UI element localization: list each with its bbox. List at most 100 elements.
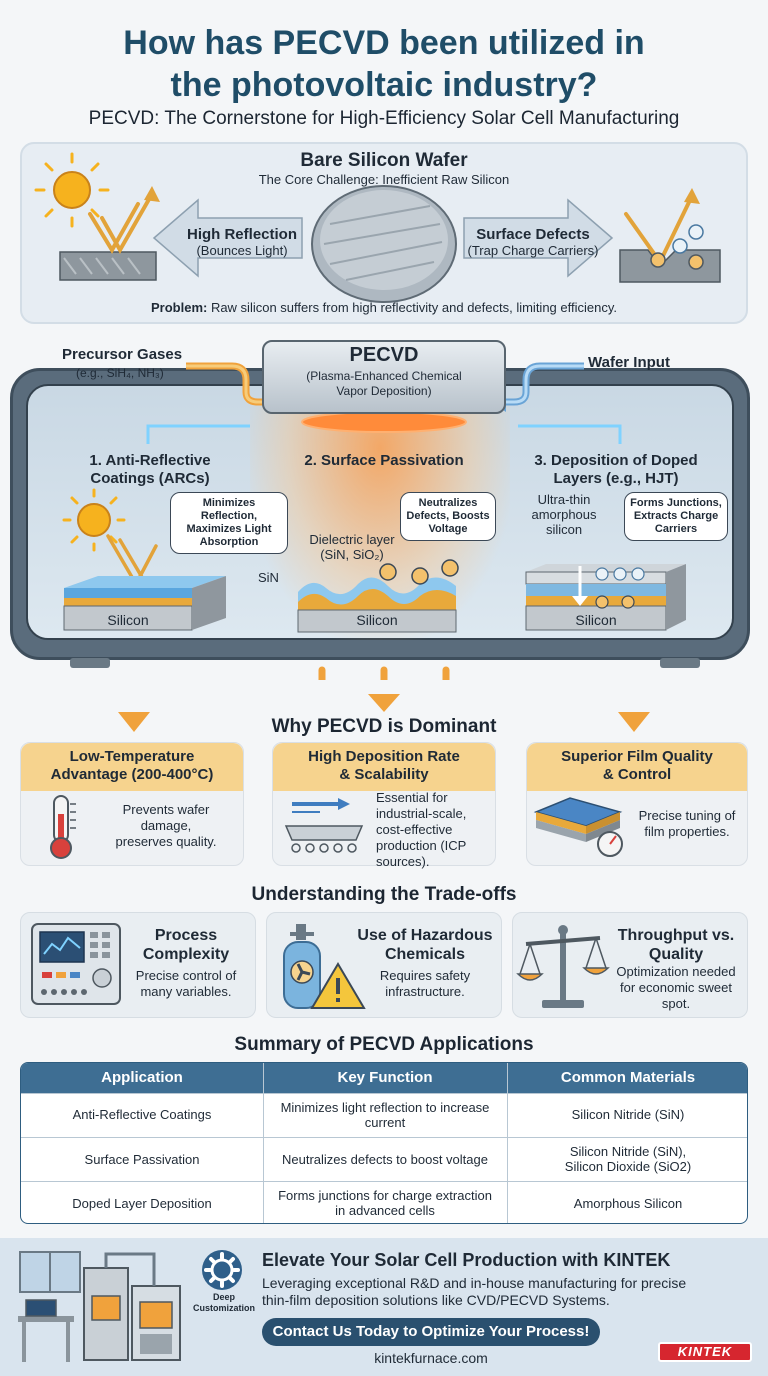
table-cell-materials: Silicon Nitride (SiN) (571, 1107, 685, 1122)
card-deposition-rate-text: Essential for industrial-scale, cost-eff… (376, 790, 488, 870)
step-1-silicon-label: Silicon (107, 612, 149, 628)
table-header-application: Application (101, 1069, 183, 1086)
card-low-temperature-title-line-2: Advantage (200-400°C) (50, 766, 214, 783)
card-deposition-rate-title: High Deposition Rate & Scalability (273, 743, 495, 791)
right-arrow-icon (463, 198, 614, 278)
deep-customization-badge: Deep Customization (193, 1292, 255, 1313)
page-subtitle: PECVD: The Cornerstone for High-Efficien… (88, 108, 680, 129)
table-cell-function: Neutralizes defects to boost voltage (282, 1152, 488, 1167)
table-header-row (21, 1063, 747, 1093)
warning-icon (310, 962, 366, 1009)
step-3-title-line-1: 3. Deposition of Doped (534, 452, 698, 469)
pecvd-chamber-lid (262, 340, 506, 414)
lab-equipment-icon (18, 1251, 181, 1362)
kintek-logo: KINTEK (658, 1342, 752, 1362)
high-reflection-label: High Reflection (Bounces Light) (180, 226, 304, 258)
surface-defects-label: Surface Defects (Trap Charge Carriers) (462, 226, 604, 258)
table-cell-function-line-2: in advanced cells (335, 1203, 435, 1218)
wafer-input-label: Wafer Input (588, 354, 670, 371)
table-header-common-materials: Common Materials (560, 1069, 696, 1086)
card-deposition-rate-text-line-1: Essential for (376, 790, 448, 805)
flow-arrowheads (118, 694, 650, 732)
dominant-heading: Why PECVD is Dominant (271, 716, 497, 737)
table-cell-function: Minimizes light reflection to increase c… (263, 1100, 507, 1130)
tradeoff-process-complexity-text-line-1: Precise control of (135, 968, 237, 983)
card-low-temperature-text: Prevents wafer damage, preserves quality… (96, 802, 236, 850)
tradeoff-throughput-quality-text-line-2: for economic sweet (620, 980, 732, 995)
pecvd-subtitle-line-2: Vapor Deposition) (336, 384, 432, 398)
card-deposition-rate-text-line-3: cost-effective (376, 822, 453, 837)
reflection-rays-icon (88, 192, 154, 255)
conveyor-icon (284, 798, 364, 853)
footer-text-line-1: Leveraging exceptional R&D and in-house … (262, 1275, 687, 1291)
tradeoff-hazardous-chemicals-text-line-2: infrastructure. (385, 984, 465, 999)
passivation-wafer-stack-icon (297, 559, 459, 633)
plasma-source-icon (301, 411, 467, 433)
table-header-key-function: Key Function (337, 1069, 433, 1086)
silicon-wafer-icon (311, 185, 457, 303)
flow-arrows-icon (318, 666, 450, 680)
challenge-title: Bare Silicon Wafer (300, 150, 468, 171)
title-line-2: the photovoltaic industry? (170, 66, 598, 104)
challenge-illustration (34, 152, 721, 303)
summary-heading: Summary of PECVD Applications (234, 1034, 534, 1055)
contact-cta-button[interactable]: Contact Us Today to Optimize Your Proces… (262, 1318, 600, 1346)
challenge-subtitle: The Core Challenge: Inefficient Raw Sili… (258, 172, 510, 187)
card-film-quality-title-line-2: & Control (602, 766, 672, 783)
step-1-layer-note: SiN (258, 570, 279, 585)
card-film-quality-text-line-1: Precise tuning of (638, 808, 736, 823)
surface-defects-sub: (Trap Charge Carriers) (467, 243, 599, 258)
step-3-layer-note-line-2: amorphous (531, 507, 597, 522)
table-row (21, 1093, 747, 1137)
step-2-layer-note-line-1: Dielectric layer (309, 532, 395, 547)
pecvd-title: PECVD (349, 344, 419, 366)
gear-icon (202, 1250, 242, 1290)
step-3-title-line-2: Layers (e.g., HJT) (553, 470, 679, 487)
tradeoff-throughput-quality-text: Optimization needed for economic sweet s… (608, 964, 744, 1012)
step-2-silicon-label: Silicon (356, 612, 398, 628)
website-link[interactable]: kintekfurnace.com (374, 1350, 488, 1366)
precursor-gases-label: Precursor Gases (62, 346, 183, 363)
step-3-layer-note-line-1: Ultra-thin (537, 492, 591, 507)
step-1-bubble: Minimizes Reflection, Maximizes Light Ab… (170, 492, 288, 554)
tradeoff-hazardous-chemicals-title-line-2: Chemicals (384, 946, 466, 963)
step-3-bubble: Forms Junctions, Extracts Charge Carrier… (624, 492, 728, 541)
step-2-bubble: Neutralizes Defects, Boosts Voltage (400, 492, 496, 541)
arc-wafer-stack-icon (63, 576, 226, 631)
defect-surface-icon (619, 188, 721, 283)
tradeoff-process-complexity-title: Process Complexity (126, 926, 246, 964)
table-cell-application: Anti-Reflective Coatings (72, 1107, 212, 1122)
title-line-1: How has PECVD been utilized in (123, 24, 645, 62)
footer-text: Leveraging exceptional R&D and in-house … (262, 1275, 722, 1309)
problem-statement: Problem: Raw silicon suffers from high r… (0, 300, 768, 315)
tradeoff-hazardous-chemicals-text: Requires safety infrastructure. (352, 968, 498, 1000)
card-film-quality-title: Superior Film Quality & Control (527, 743, 747, 791)
step-2-layer-note: Dielectric layer (SiN, SiO₂) (306, 532, 398, 562)
surface-defects-title: Surface Defects (476, 226, 590, 243)
arc-sun-icon (62, 488, 126, 552)
table-cell-materials: Amorphous Silicon (573, 1196, 683, 1211)
step-2-layer-note-line-2: (SiN, SiO₂) (320, 547, 384, 562)
summary-table: Application Key Function Common Material… (20, 1062, 748, 1224)
film-layers-icon (533, 797, 623, 857)
tradeoff-throughput-quality-title: Throughput vs. Quality (608, 926, 744, 964)
step-3-title: 3. Deposition of Doped Layers (e.g., HJT… (524, 452, 708, 488)
step-2-title: 2. Surface Passivation (304, 452, 464, 469)
step-3-silicon-label: Silicon (575, 612, 617, 628)
table-divider (263, 1063, 264, 1223)
hjt-wafer-stack-icon (525, 564, 686, 631)
process-illustration (62, 362, 700, 680)
table-divider (507, 1063, 508, 1223)
card-low-temperature-title-line-1: Low-Temperature (69, 748, 195, 765)
tradeoff-throughput-quality-text-line-1: Optimization needed (616, 964, 736, 979)
high-reflection-sub: (Bounces Light) (196, 243, 288, 258)
card-film-quality-text: Precise tuning of film properties. (630, 808, 744, 840)
tradeoff-throughput-quality-title-line-1: Throughput vs. (617, 927, 735, 944)
tradeoff-throughput-quality-title-line-2: Quality (648, 946, 704, 963)
card-low-temperature-title: Low-Temperature Advantage (200-400°C) (21, 743, 243, 791)
table-cell-application: Doped Layer Deposition (72, 1196, 212, 1211)
table-cell-application: Surface Passivation (84, 1152, 200, 1167)
sun-icon (34, 152, 110, 228)
step-1-title-line-1: 1. Anti-Reflective (89, 452, 211, 469)
control-panel-icon (31, 923, 121, 1005)
